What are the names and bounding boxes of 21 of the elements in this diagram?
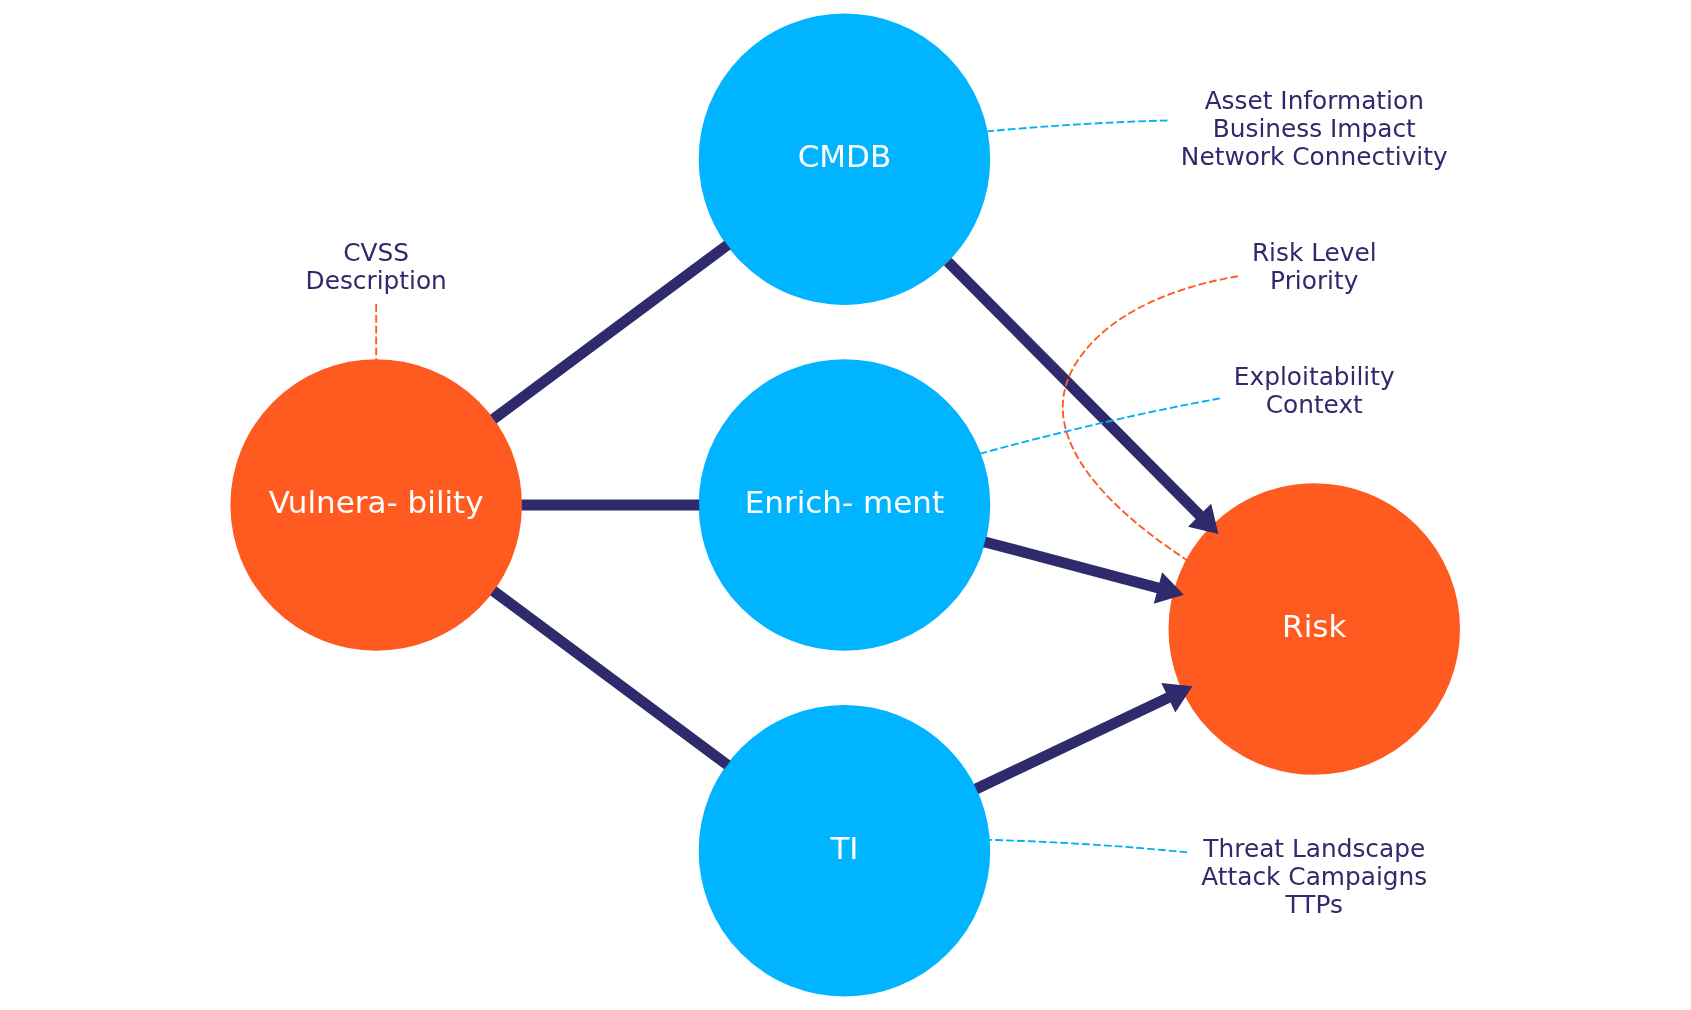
node-circle: TI: [698, 705, 990, 997]
connector: [521, 499, 699, 511]
connector: [985, 119, 1168, 133]
node-circle: CMDB: [698, 13, 990, 305]
node-text: Asset Information Business Impact Network Connectivity: [1180, 86, 1448, 172]
node-circle: Risk: [1168, 483, 1460, 775]
connector: [987, 838, 1188, 854]
arrow: [943, 257, 1218, 535]
arrow: [982, 536, 1184, 604]
connector: [978, 397, 1221, 455]
node-text: CVSS Description: [305, 238, 447, 296]
node-text: Risk Level Priority: [1251, 238, 1377, 296]
connector: [1061, 275, 1239, 561]
node-circle: Vulnera- bility: [229, 359, 522, 651]
connector: [489, 240, 731, 424]
connector: [374, 303, 377, 361]
node-text: Threat Landscape Attack Campaigns TTPs: [1200, 833, 1427, 919]
connector: [489, 586, 731, 770]
node-circle: Enrich- ment: [698, 359, 990, 651]
arrow: [973, 682, 1192, 794]
node-text: Exploitability Context: [1233, 362, 1395, 420]
